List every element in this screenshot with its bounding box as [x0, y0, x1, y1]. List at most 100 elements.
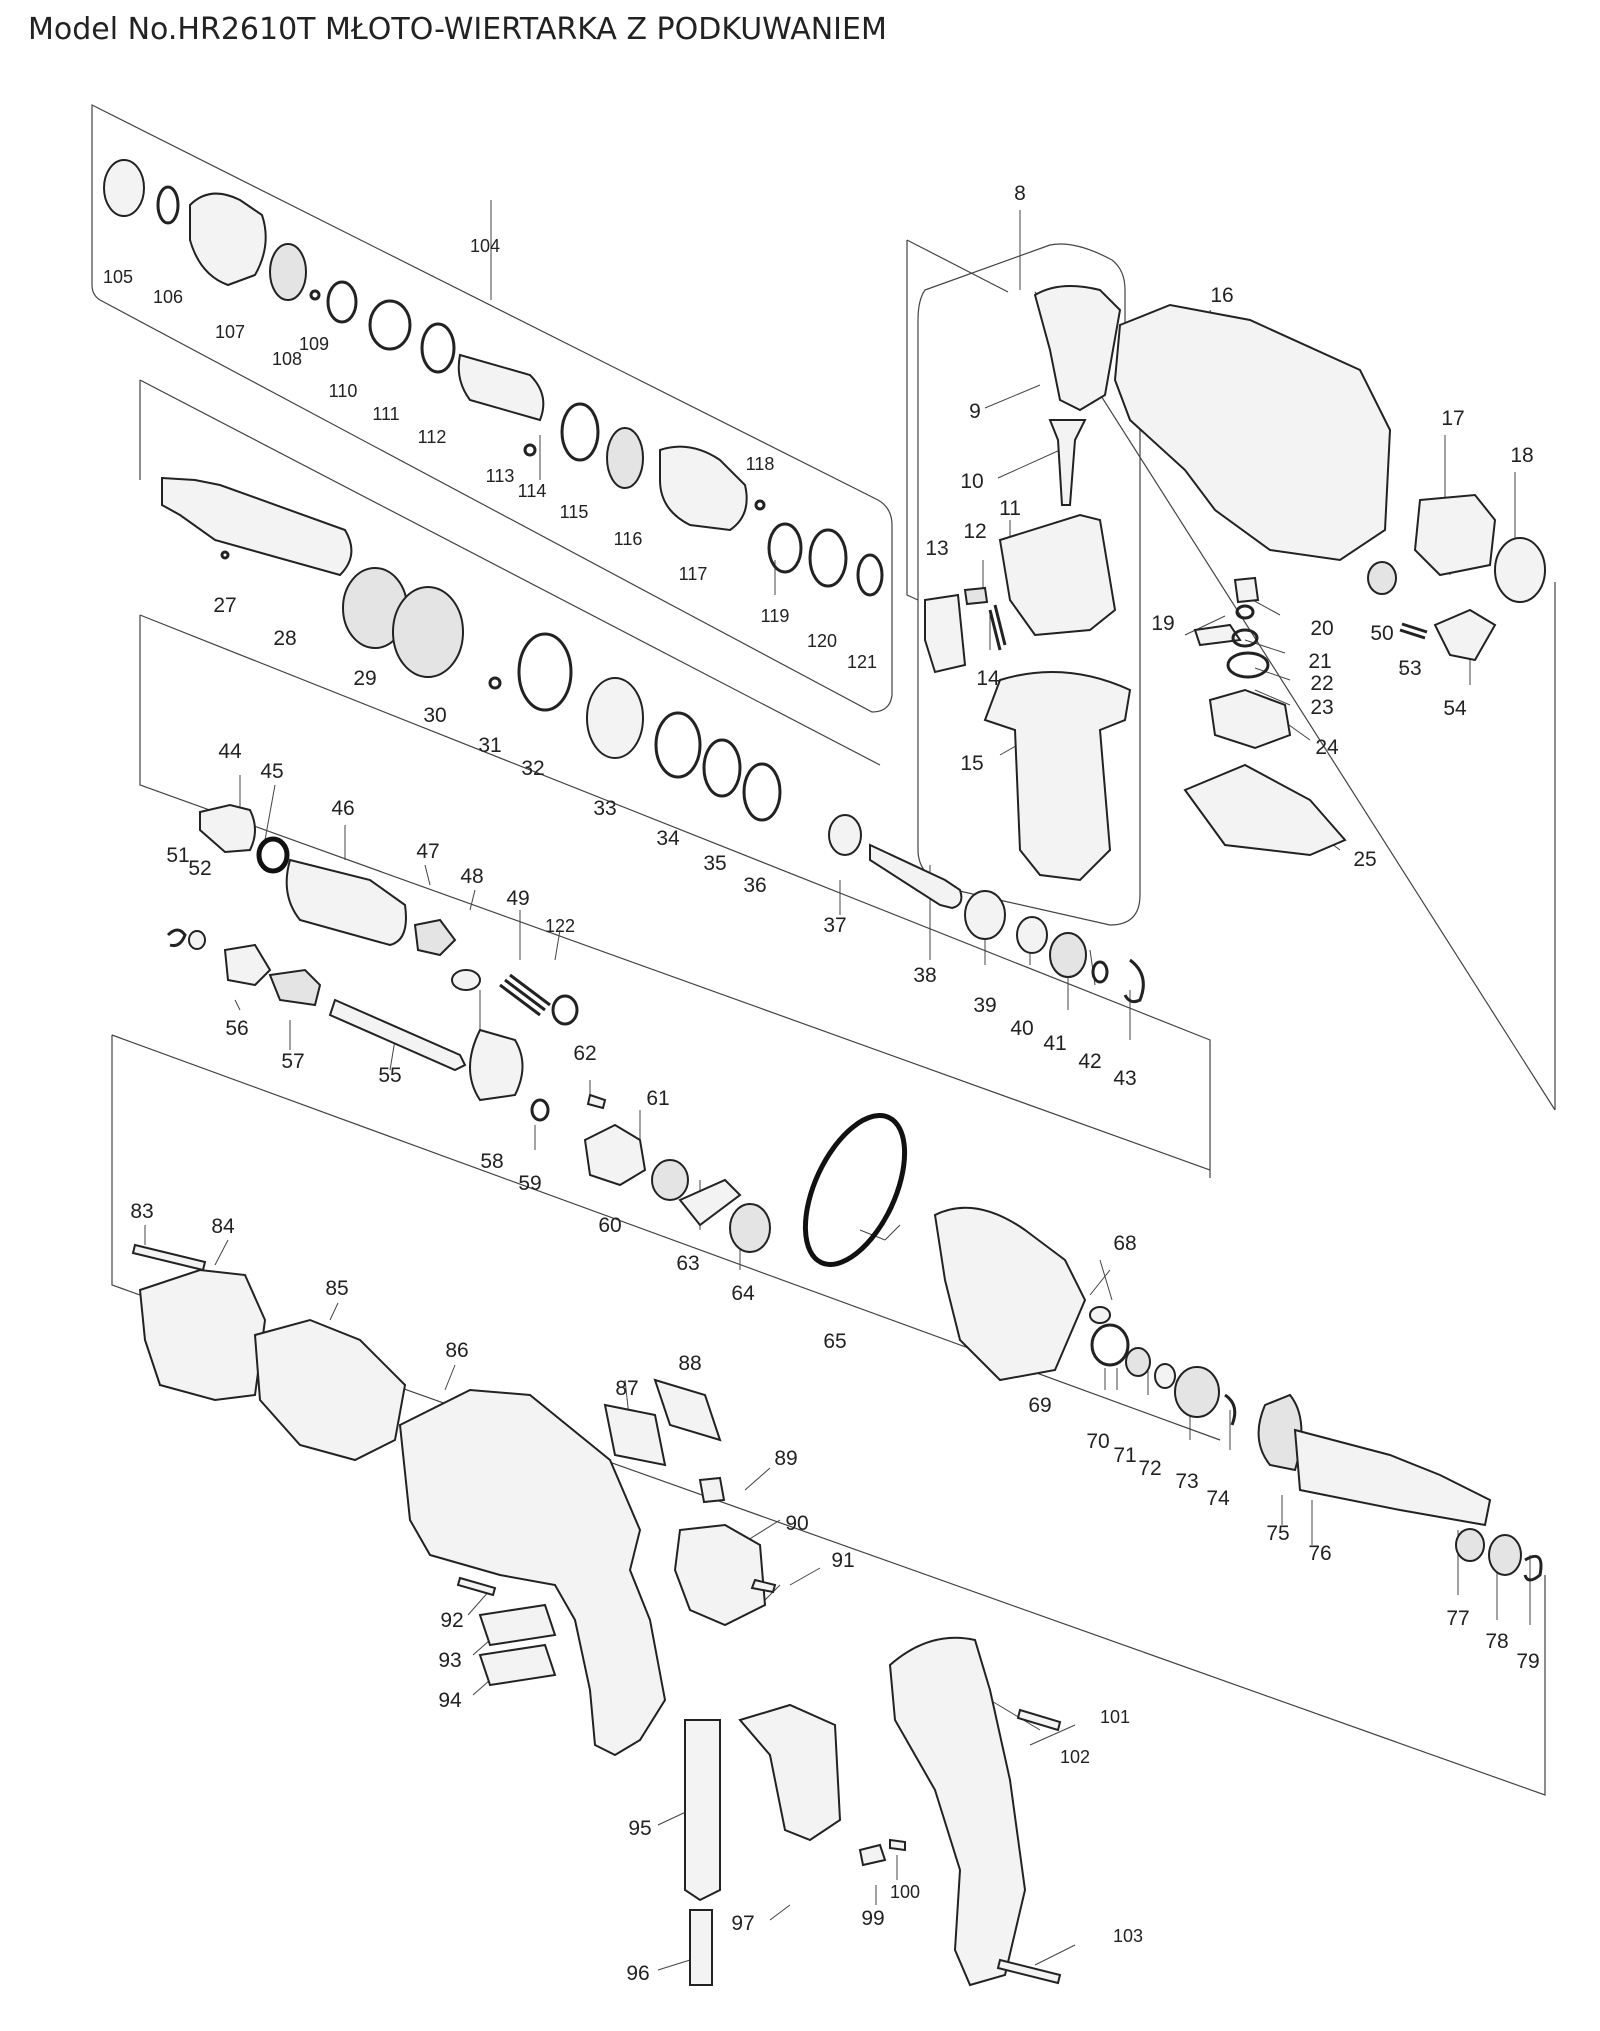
part-label: 59: [518, 1172, 541, 1195]
part-96: [689, 1909, 713, 1986]
part-65: [802, 1113, 908, 1267]
part-72: [1154, 1363, 1176, 1389]
part-label: 85: [325, 1277, 348, 1300]
part-label: 12: [963, 520, 986, 543]
part-33: [586, 677, 644, 759]
part-label: 102: [1060, 1747, 1090, 1767]
part-label: 15: [960, 752, 983, 775]
part-label: 53: [1398, 657, 1421, 680]
part-label: 68: [1113, 1232, 1136, 1255]
part-35: [702, 738, 742, 798]
part-77: [1455, 1528, 1485, 1562]
frame-mid-group: [139, 614, 1211, 1178]
part-label: 57: [281, 1050, 304, 1073]
part-label: 116: [614, 529, 643, 549]
part-label: 63: [676, 1252, 699, 1275]
part-53: [1399, 622, 1428, 640]
part-label: 89: [774, 1447, 797, 1470]
part-31: [488, 676, 502, 690]
part-label: 14: [976, 667, 1000, 690]
part-number-labels: 8 9 10 11 12 13 14 15 16 17 18 19 20 21 …: [103, 182, 1540, 1985]
part-39: [964, 890, 1006, 940]
part-label: 83: [130, 1200, 153, 1223]
part-label: 62: [573, 1042, 596, 1065]
part-23: [1226, 651, 1270, 679]
part-28: [161, 476, 353, 577]
part-17: [1413, 493, 1497, 577]
part-label: 108: [272, 349, 302, 369]
part-label: 37: [823, 914, 846, 937]
part-label: 44: [218, 740, 242, 763]
part-label: 65: [823, 1330, 846, 1353]
part-10: [1048, 419, 1087, 506]
part-120: [808, 528, 848, 588]
part-label: 27: [213, 594, 236, 617]
part-label: 61: [646, 1087, 669, 1110]
part-label: 29: [353, 667, 376, 690]
part-75: [1257, 1393, 1303, 1472]
part-label: 76: [1308, 1542, 1331, 1565]
frame-104-chuck-group: [91, 104, 893, 713]
part-label: 71: [1113, 1444, 1136, 1467]
part-label: 13: [925, 537, 948, 560]
part-label: 52: [188, 857, 211, 880]
part-label: 103: [1113, 1926, 1143, 1946]
part-54: [1433, 608, 1497, 662]
part-52: [188, 930, 206, 950]
part-label: 58: [480, 1150, 503, 1173]
part-78: [1488, 1534, 1522, 1576]
part-57: [268, 968, 322, 1007]
part-label: 39: [973, 994, 996, 1017]
part-label: 33: [593, 797, 616, 820]
part-label: 51: [166, 844, 189, 867]
part-label: 90: [785, 1512, 808, 1535]
part-118: [754, 499, 766, 511]
frame-body-group: [1034, 291, 1556, 1111]
part-30: [392, 586, 464, 678]
part-63: [678, 1178, 742, 1227]
frame-handle-group: [906, 239, 1009, 601]
part-20: [1233, 576, 1260, 604]
part-label: 106: [153, 287, 183, 307]
frame-barrel-group: [139, 379, 881, 766]
part-label: 117: [679, 564, 708, 584]
part-92: [456, 1576, 497, 1597]
part-label: 22: [1310, 672, 1333, 695]
part-74: [1224, 1393, 1237, 1426]
part-100: [889, 1838, 906, 1852]
part-61: [651, 1159, 689, 1201]
part-47: [413, 918, 457, 957]
part-116: [606, 427, 644, 489]
part-122: [551, 994, 579, 1026]
part-113: [457, 353, 545, 422]
part-45: [256, 836, 290, 874]
part-label: 30: [423, 704, 446, 727]
part-label: 25: [1353, 848, 1376, 871]
part-label: 107: [215, 322, 245, 342]
part-55: [328, 998, 467, 1072]
part-label: 122: [545, 916, 575, 936]
part-label: 101: [1100, 1707, 1130, 1727]
part-108: [269, 243, 307, 301]
part-label: 115: [560, 502, 589, 522]
part-16: [1113, 303, 1392, 562]
part-71: [1125, 1347, 1151, 1377]
part-109: [309, 289, 321, 301]
part-42: [1091, 960, 1109, 984]
part-32: [517, 632, 573, 712]
part-label: 17: [1441, 407, 1464, 430]
part-label: 41: [1043, 1032, 1066, 1055]
part-label: 114: [518, 481, 547, 501]
part-90: [673, 1523, 767, 1627]
part-64: [729, 1203, 771, 1253]
part-label: 56: [225, 1017, 248, 1040]
part-27: [220, 550, 230, 560]
part-56: [223, 943, 272, 987]
part-label: 16: [1210, 284, 1233, 307]
part-106: [156, 185, 180, 225]
part-97: [738, 1703, 842, 1842]
part-label: 54: [1443, 697, 1467, 720]
part-label: 110: [329, 381, 358, 401]
part-99: [858, 1843, 887, 1867]
part-22: [1231, 628, 1259, 648]
